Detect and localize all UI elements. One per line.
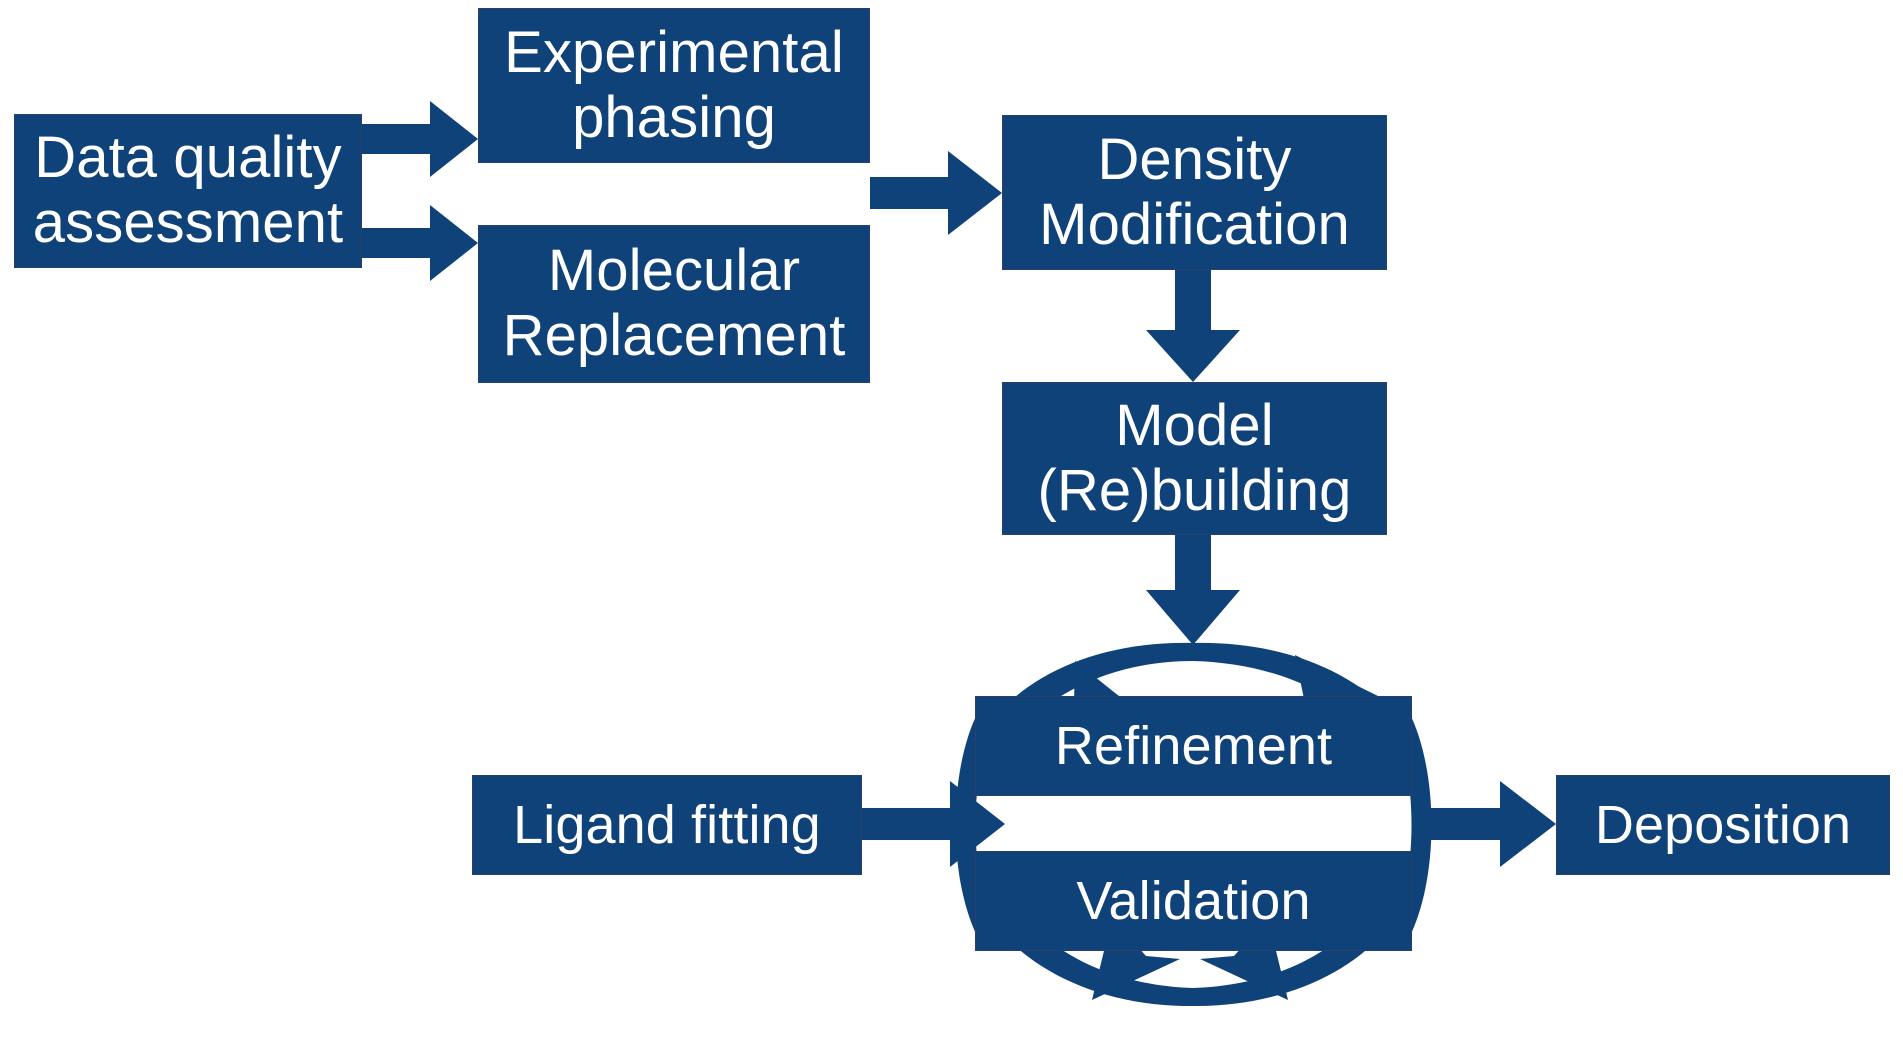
- arrow-phasing-to-densitymodification: [870, 151, 1002, 235]
- arrow-refinement-to-deposition: [1412, 781, 1556, 867]
- arrow-densitymodification-to-modelrebuilding: [1146, 270, 1240, 382]
- node-validation[interactable]: Validation: [975, 851, 1412, 951]
- node-label: Deposition: [1594, 794, 1852, 855]
- node-refinement[interactable]: Refinement: [975, 696, 1412, 796]
- node-deposition[interactable]: Deposition: [1556, 775, 1890, 875]
- node-label: Model (Re)building: [1037, 392, 1352, 523]
- arrow-ligandfitting-to-refinement: [862, 781, 1005, 867]
- node-label: Experimental phasing: [504, 19, 844, 150]
- node-label: Ligand fitting: [513, 794, 821, 855]
- cycle-arc-bottom-right: [1193, 919, 1383, 1007]
- cycle-ring-right: [1389, 712, 1432, 938]
- arrow-dataquality-to-molecularreplacement: [362, 205, 478, 281]
- node-experimental-phasing[interactable]: Experimental phasing: [478, 8, 870, 163]
- node-label: Molecular Replacement: [502, 238, 846, 368]
- node-ligand-fitting[interactable]: Ligand fitting: [472, 775, 862, 875]
- node-model-rebuilding[interactable]: Model (Re)building: [1002, 382, 1387, 535]
- node-data-quality-assessment[interactable]: Data quality assessment: [14, 114, 362, 268]
- node-label: Density Modification: [1039, 126, 1350, 257]
- node-label: Data quality assessment: [32, 125, 344, 255]
- arrow-dataquality-to-experimentalphasing: [362, 101, 478, 177]
- cycle-arc-bottom-left: [1003, 919, 1193, 1007]
- node-molecular-replacement[interactable]: Molecular Replacement: [478, 225, 870, 383]
- node-label: Validation: [1076, 870, 1311, 931]
- cycle-ring-left: [955, 712, 998, 938]
- node-density-modification[interactable]: Density Modification: [1002, 115, 1387, 270]
- arrow-modelrebuilding-to-refinement: [1146, 535, 1240, 645]
- cycle-arc-top-left: [996, 642, 1193, 731]
- cycle-arc-top-right: [1193, 642, 1392, 731]
- node-label: Refinement: [1054, 715, 1333, 776]
